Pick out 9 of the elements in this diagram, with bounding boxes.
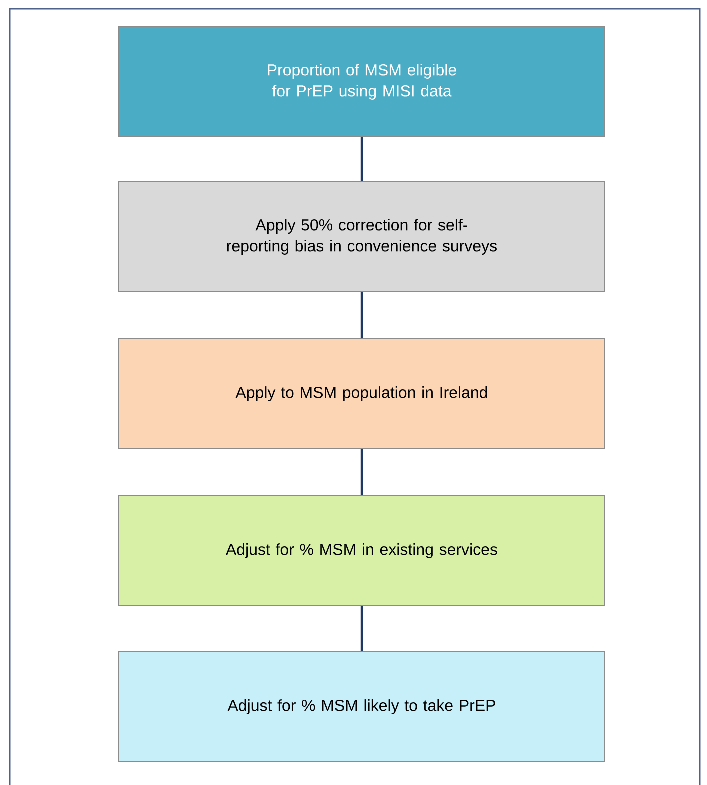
process-box: Adjust for % MSM in existing services (118, 496, 606, 606)
connector-line (360, 138, 364, 182)
process-box: Apply 50% correction for self-reporting bias in convenience surveys (118, 182, 606, 292)
process-box: Apply to MSM population in Ireland (118, 338, 606, 450)
process-box: Proportion of MSM eligible for PrEP using MISI data (118, 26, 606, 138)
connector-line (360, 292, 364, 338)
connector-line (360, 606, 364, 652)
process-box: Adjust for % MSM likely to take PrEP (118, 652, 606, 762)
connector-line (360, 450, 364, 496)
